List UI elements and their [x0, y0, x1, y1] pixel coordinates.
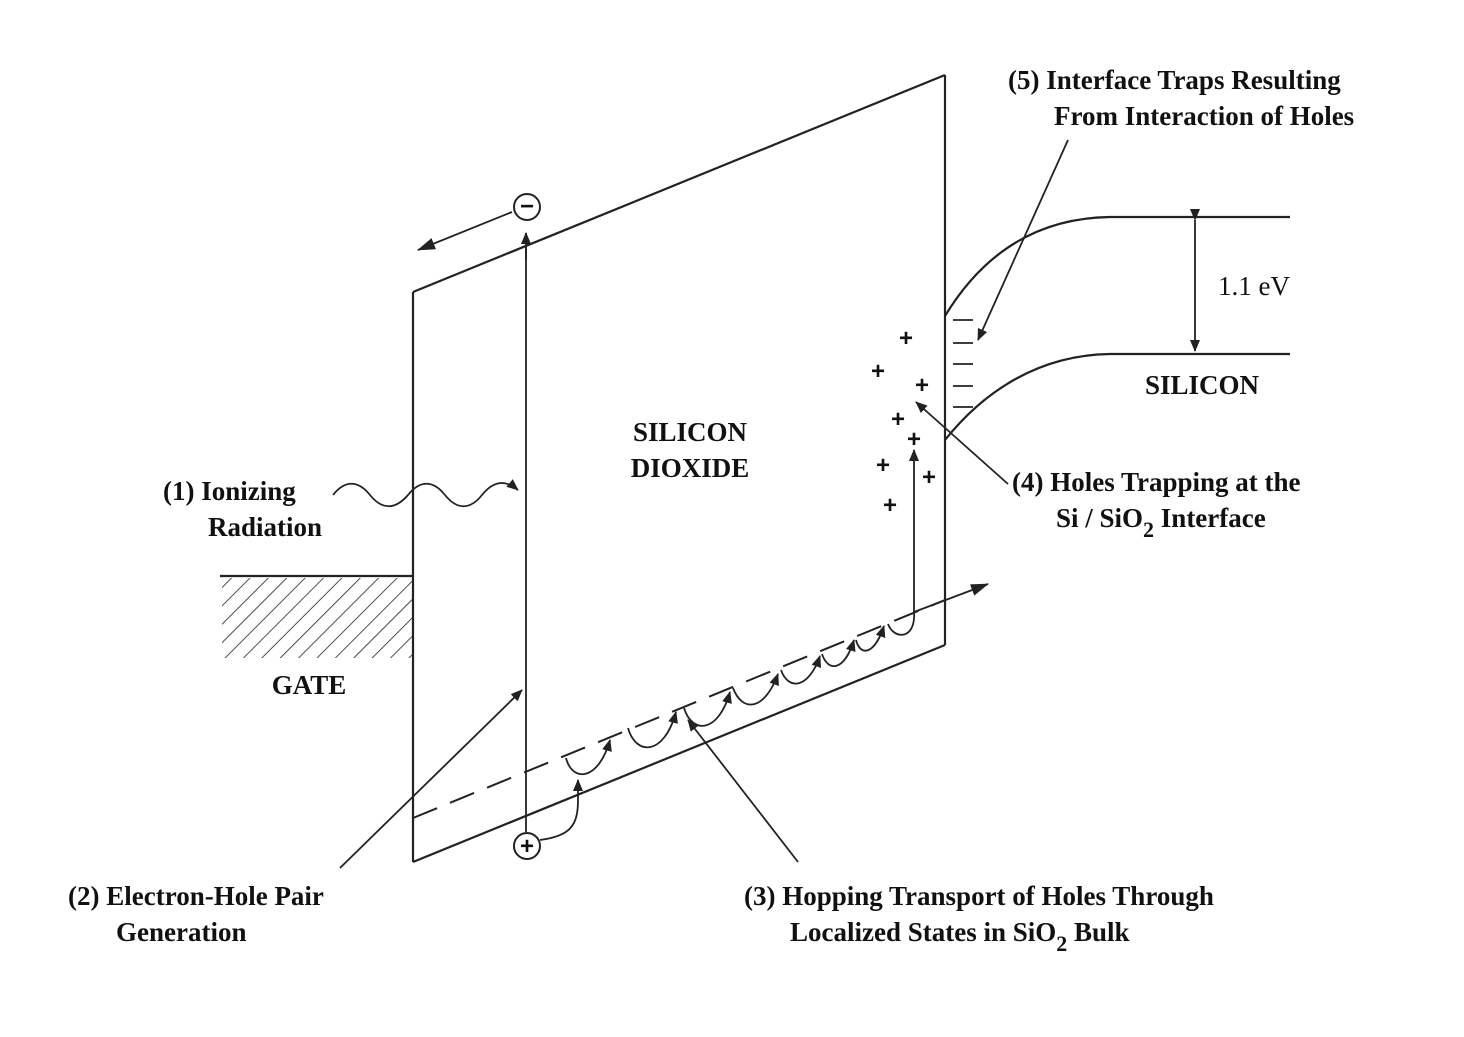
step4-label-line2: Si / SiO2 Interface [1056, 503, 1266, 542]
electron: − [513, 193, 541, 221]
gate-region [220, 574, 413, 658]
step5-label-line2: From Interaction of Holes [1054, 101, 1354, 131]
oxide-band [411, 73, 947, 864]
svg-text:+: + [876, 452, 890, 479]
hole-injection-arrow [539, 779, 583, 841]
callout-step2-line [339, 689, 523, 869]
gate-label: GATE [272, 670, 347, 700]
silicon-label: SILICON [1145, 370, 1260, 400]
localized-states-line [412, 599, 946, 819]
hole-drift-arrow [913, 583, 989, 613]
callout-step4-line [915, 401, 1009, 485]
oxide-label-line1: SILICON [633, 417, 748, 447]
callout-step3-line [687, 719, 799, 863]
svg-text:+: + [922, 464, 936, 491]
silicon-band [944, 209, 1290, 441]
step3-label-line1: (3) Hopping Transport of Holes Through [744, 881, 1214, 911]
oxide-label-line2: DIOXIDE [631, 453, 750, 483]
svg-text:+: + [907, 426, 921, 453]
step2-label-line2: Generation [116, 917, 246, 947]
svg-text:+: + [899, 325, 913, 352]
radiation-wave [332, 479, 519, 508]
hopping-arcs [565, 449, 919, 776]
svg-text:+: + [883, 492, 897, 519]
step3-label-line2: Localized States in SiO2 Bulk [790, 917, 1130, 956]
hole: + [513, 832, 541, 860]
step4-label-line1: (4) Holes Trapping at the [1012, 467, 1301, 497]
svg-text:+: + [891, 406, 905, 433]
step5-label-line1: (5) Interface Traps Resulting [1008, 65, 1341, 95]
step1-label-line1: (1) Ionizing [163, 476, 296, 506]
step2-label-line1: (2) Electron-Hole Pair [68, 881, 324, 911]
callout-step5-line [977, 139, 1069, 341]
bandgap-label: 1.1 eV [1218, 271, 1290, 301]
step1-label-line2: Radiation [208, 512, 322, 542]
interface-traps [953, 319, 973, 408]
trapped-holes: + + + + + + + + [871, 325, 936, 519]
svg-text:+: + [871, 358, 885, 385]
electron-escape-arrow [417, 211, 513, 251]
svg-text:−: − [520, 193, 534, 220]
svg-text:+: + [520, 833, 534, 860]
svg-text:+: + [915, 372, 929, 399]
